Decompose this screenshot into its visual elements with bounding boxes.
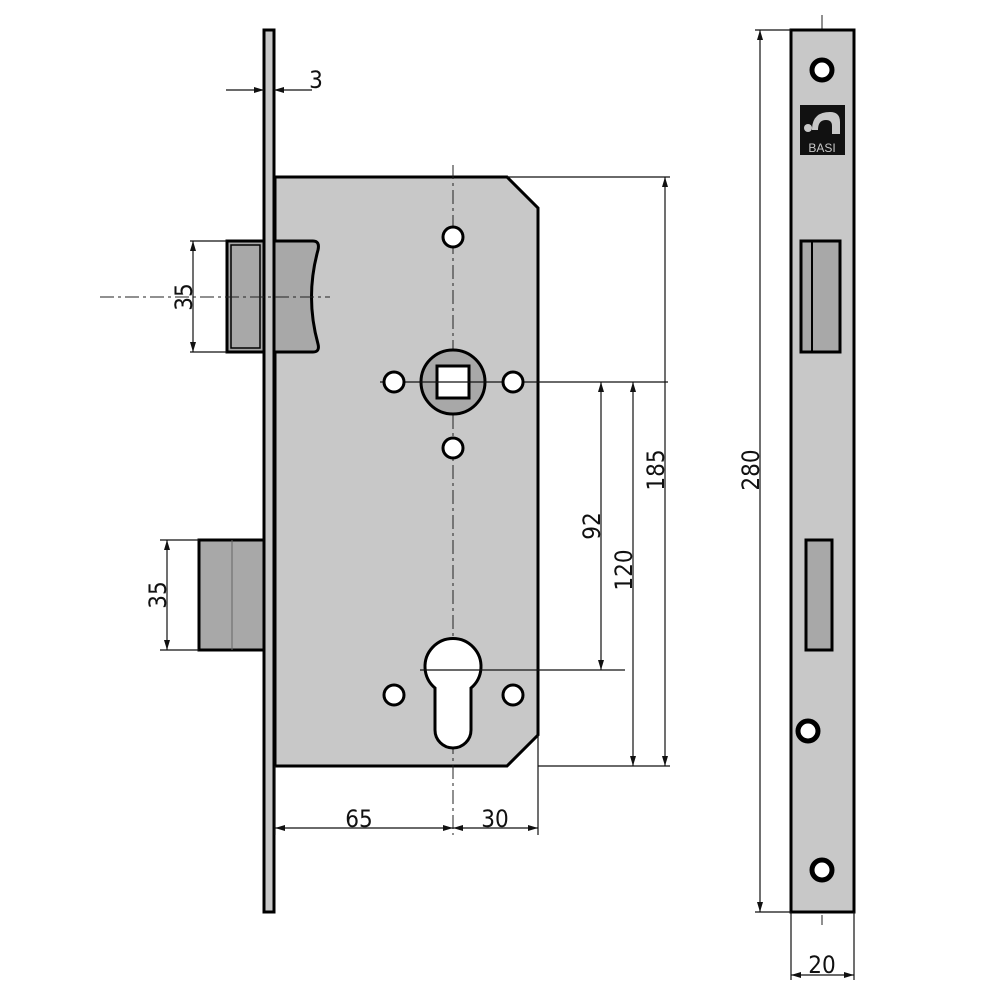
dim-front-to-center: 30 — [481, 805, 508, 833]
screw-holes — [382, 225, 525, 707]
dim-faceplate-length: 280 — [737, 449, 765, 490]
bolt-opening — [804, 538, 834, 652]
dim-spindle-to-bottom: 120 — [610, 549, 638, 590]
cylinder-cutout — [423, 637, 483, 750]
dim-case-height: 185 — [642, 449, 670, 490]
faceplate — [262, 28, 276, 914]
faceplate-screw-holes — [795, 57, 835, 883]
basi-logo: BASI — [800, 105, 845, 155]
dim-faceplate-width: 20 — [808, 951, 835, 979]
svg-text:BASI: BASI — [808, 141, 835, 155]
dim-faceplate-thickness: 3 — [309, 66, 323, 94]
dead-bolt — [197, 538, 266, 652]
latch-opening — [799, 239, 842, 354]
dim-center-distance: 92 — [578, 512, 606, 539]
dim-latch-height: 35 — [170, 283, 198, 310]
dimension-lines — [160, 29, 855, 980]
faceplate-front-view — [789, 28, 856, 914]
dim-backset: 65 — [345, 805, 372, 833]
dim-bolt-height: 35 — [144, 581, 172, 608]
